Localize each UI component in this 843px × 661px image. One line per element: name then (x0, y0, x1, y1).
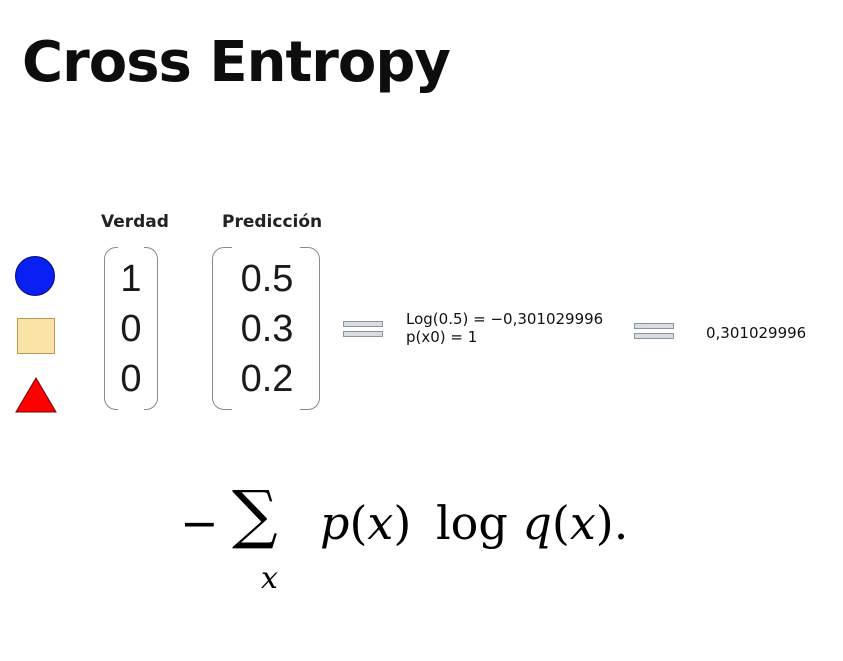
prediction-right-bracket (300, 247, 320, 410)
period: . (613, 496, 629, 550)
truth-value: 0 (120, 308, 142, 350)
truth-header: Verdad (101, 212, 169, 232)
x-symbol: x (569, 496, 596, 550)
paren: ( (551, 496, 570, 550)
sigma-symbol: ∑ (232, 478, 278, 552)
paren: ) (393, 496, 412, 550)
q-symbol: q (522, 496, 552, 550)
p-symbol: p (320, 496, 350, 550)
sum-subscript: x (261, 561, 278, 596)
prediction-value: 0.3 (240, 308, 294, 350)
paren: ) (595, 496, 614, 550)
formula-expression: p(x) log q(x). (320, 496, 628, 550)
prediction-header: Predicción (222, 212, 323, 232)
prediction-value: 0.2 (240, 358, 294, 400)
truth-value: 1 (120, 258, 142, 300)
probability-note: p(x0) = 1 (406, 328, 478, 346)
equals-icon (343, 321, 383, 341)
prediction-value: 0.5 (240, 258, 294, 300)
formula-minus: − (180, 496, 219, 550)
square-icon (17, 318, 55, 354)
prediction-left-bracket (212, 247, 232, 410)
circle-icon (15, 256, 55, 296)
slide-title: Cross Entropy (22, 30, 451, 95)
triangle-icon (15, 377, 57, 413)
log-calculation: Log(0.5) = −0,301029996 (406, 310, 604, 328)
log-symbol: log (435, 496, 508, 550)
x-symbol: x (367, 496, 394, 550)
result-value: 0,301029996 (706, 324, 807, 342)
truth-value: 0 (120, 358, 142, 400)
equals-icon (634, 323, 674, 343)
paren: ( (349, 496, 368, 550)
